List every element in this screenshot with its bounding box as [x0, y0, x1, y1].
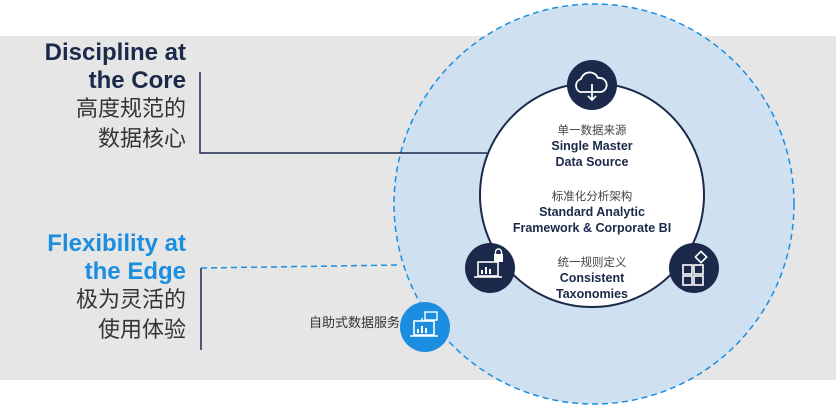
framework-item: 标准化分析架构 Standard Analytic Framework & Co…: [502, 188, 682, 236]
single-source-item: 单一数据来源 Single Master Data Source: [522, 122, 662, 170]
edge-label-group: Flexibility at the Edge 极为灵活的 使用体验: [0, 230, 186, 346]
taxonomies-en: Consistent Taxonomies: [555, 271, 628, 301]
framework-zh: 标准化分析架构: [551, 189, 633, 203]
edge-title-en: Flexibility at the Edge: [47, 230, 186, 285]
taxonomies-item: 统一规则定义 Consistent Taxonomies: [532, 254, 652, 302]
single-source-zh: 单一数据来源: [557, 123, 627, 137]
core-title-en: Discipline at the Core: [44, 39, 186, 94]
secure-dashboard-icon: [465, 243, 515, 293]
single-source-en: Single Master Data Source: [551, 139, 633, 169]
core-circle: [480, 83, 704, 307]
outer-ring-dashed-border: [393, 3, 795, 405]
core-connector-line: [199, 72, 487, 154]
framework-en: Standard Analytic Framework & Corporate …: [512, 205, 672, 235]
self-service-label: 自助式数据服务: [308, 316, 400, 331]
taxonomies-zh: 统一规则定义: [557, 255, 627, 269]
edge-title-zh: 极为灵活的 使用体验: [75, 288, 186, 343]
core-title-zh: 高度规范的 数据核心: [75, 97, 186, 152]
self-service-chart-icon: [400, 302, 450, 352]
apps-icon: [669, 243, 719, 293]
cloud-download-icon: [567, 60, 617, 110]
edge-connector-diagonal: [200, 264, 401, 269]
core-label-group: Discipline at the Core 高度规范的 数据核心: [0, 39, 186, 155]
